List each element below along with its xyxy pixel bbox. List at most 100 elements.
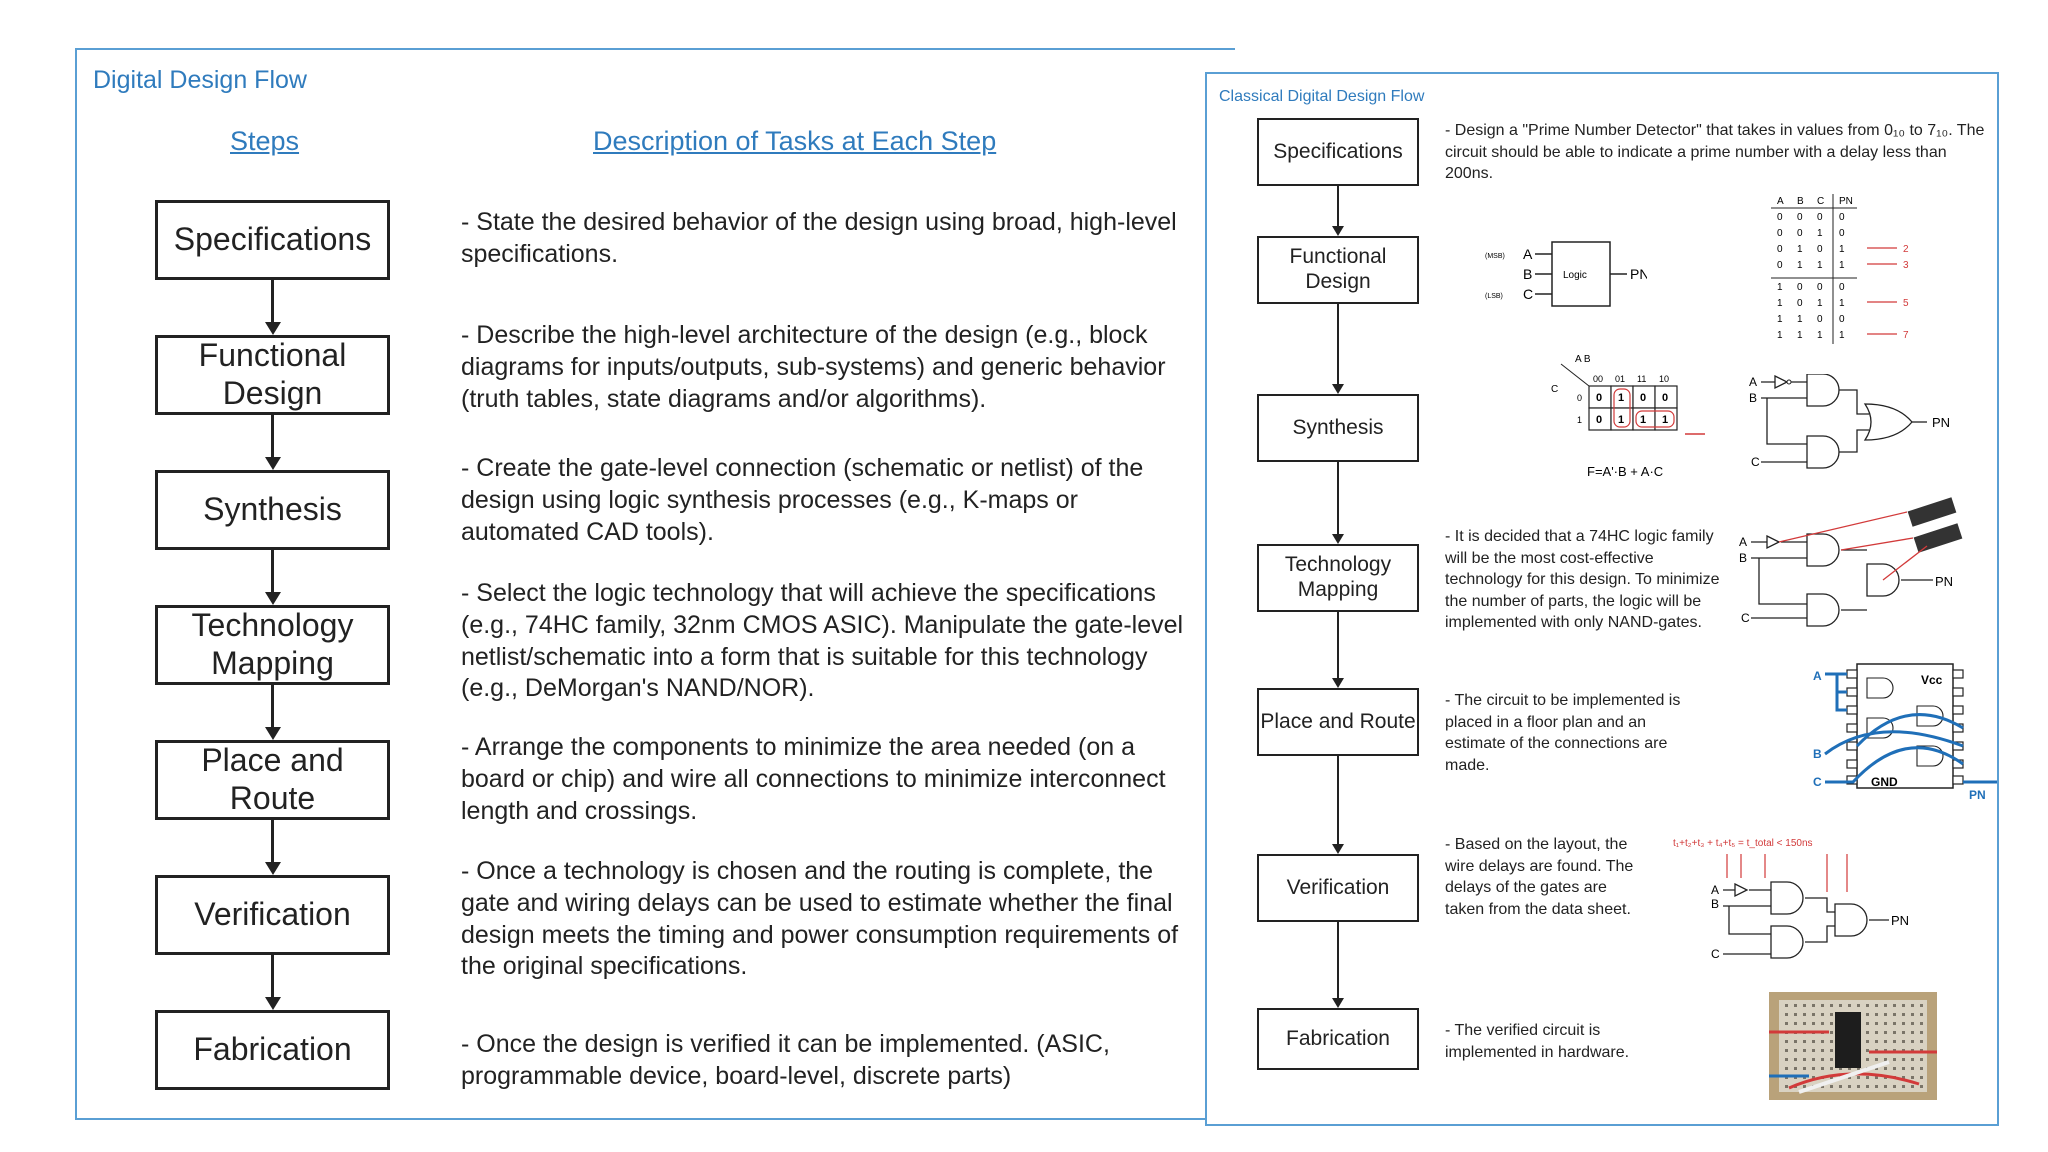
desc-place-and-route: - Arrange the components to minimize the… xyxy=(461,733,1166,825)
chip-a-label: A xyxy=(1813,669,1822,683)
flow-connector xyxy=(1337,922,1339,998)
step-specifications: Specifications xyxy=(155,200,390,280)
tt-cell: 0 xyxy=(1797,282,1803,293)
tt-cell: 1 xyxy=(1817,298,1823,309)
steps-header: Steps xyxy=(230,126,300,156)
step-fabrication: Fabrication xyxy=(155,1010,390,1090)
vcc-label: Vcc xyxy=(1921,673,1943,687)
tt-cell: 1 xyxy=(1839,244,1845,255)
kmap-value: 0 xyxy=(1640,392,1646,404)
kmap-row-var: C xyxy=(1551,384,1558,395)
input-c-label: C xyxy=(1523,286,1533,302)
kmap-col-label: 11 xyxy=(1637,374,1646,384)
tt-cell: 1 xyxy=(1839,298,1845,309)
kmap-value: 1 xyxy=(1640,414,1646,426)
flow-connector xyxy=(1337,186,1339,226)
nand-out-label: PN xyxy=(1935,574,1953,589)
flow-arrow xyxy=(265,322,281,335)
desc-fabrication: - The verified circuit is implemented in… xyxy=(1445,1022,1630,1061)
tt-cell: 1 xyxy=(1817,330,1823,341)
nand-b-label: B xyxy=(1739,551,1747,565)
timing-b-label: B xyxy=(1711,897,1719,911)
kmap-cell xyxy=(1654,407,1678,431)
digital-design-flow-panel: Digital Design Flow Steps Description of… xyxy=(75,48,1235,1120)
desc-functional-design: - Describe the high-level architecture o… xyxy=(461,321,1166,413)
flow-connector xyxy=(271,415,274,457)
kmap-value: 1 xyxy=(1618,414,1624,426)
desc-technology-mapping: - It is decided that a 74HC logic family… xyxy=(1445,528,1720,632)
chip-c-label: C xyxy=(1813,775,1822,789)
gate-a-label: A xyxy=(1749,375,1757,389)
flow-arrow xyxy=(265,862,281,875)
tt-header: B xyxy=(1797,196,1804,207)
flow-arrow xyxy=(1332,384,1344,394)
desc-verification: - Based on the layout, the wire delays a… xyxy=(1445,836,1634,918)
tt-cell: 0 xyxy=(1817,282,1823,293)
tt-cell: 0 xyxy=(1839,314,1845,325)
tt-cell: 1 xyxy=(1777,282,1783,293)
ic-chip xyxy=(1835,1012,1861,1068)
kmap-value: 0 xyxy=(1662,392,1668,404)
nand-a-label: A xyxy=(1739,535,1747,549)
chip-b-label: B xyxy=(1813,747,1822,761)
tt-cell: 0 xyxy=(1839,212,1845,223)
tt-cell: 0 xyxy=(1777,260,1783,271)
desc-specifications: - State the desired behavior of the desi… xyxy=(461,208,1177,268)
tt-cell: 1 xyxy=(1797,314,1803,325)
classical-design-flow-panel: Classical Digital Design Flow Specificat… xyxy=(1205,72,1999,1126)
desc-synthesis: - Create the gate-level connection (sche… xyxy=(461,454,1144,546)
flow-arrow xyxy=(265,592,281,605)
kmap-row-label: 0 xyxy=(1577,393,1582,403)
kmap-col-label: 00 xyxy=(1593,374,1603,384)
tt-cell: 0 xyxy=(1777,212,1783,223)
step-place-and-route: Place and Route xyxy=(1257,688,1419,756)
breadboard-photo xyxy=(1769,992,1937,1100)
step-place-and-route: Place and Route xyxy=(155,740,390,820)
kmap-value: 1 xyxy=(1618,392,1624,404)
kmap-value: 1 xyxy=(1662,414,1668,426)
tt-cell: 0 xyxy=(1777,244,1783,255)
flow-arrow xyxy=(1332,226,1344,236)
panel-title: Digital Design Flow xyxy=(93,66,307,94)
and-or-schematic: A B C PN xyxy=(1749,374,1950,469)
kmap-value: 0 xyxy=(1596,392,1602,404)
kmap-col-label: 10 xyxy=(1659,374,1669,384)
tt-cell: 1 xyxy=(1839,260,1845,271)
tt-cell: 0 xyxy=(1777,228,1783,239)
tt-cell: 0 xyxy=(1839,228,1845,239)
tt-cell: 0 xyxy=(1839,282,1845,293)
input-b-label: B xyxy=(1523,266,1532,282)
tt-header: C xyxy=(1817,196,1824,207)
tt-cell: 1 xyxy=(1777,330,1783,341)
tt-cell: 0 xyxy=(1797,298,1803,309)
kmap-col-vars: A B xyxy=(1575,354,1591,365)
tt-cell: 1 xyxy=(1777,298,1783,309)
ic-chip xyxy=(1907,497,1957,527)
prime-label: 2 xyxy=(1903,244,1909,255)
flow-connector xyxy=(271,955,274,997)
step-functional-design: Functional Design xyxy=(1257,236,1419,304)
tt-cell: 0 xyxy=(1797,212,1803,223)
kmap-group-loop xyxy=(1613,388,1631,428)
nand-c-label: C xyxy=(1741,611,1750,625)
flow-arrow xyxy=(1332,678,1344,688)
tt-cell: 1 xyxy=(1839,330,1845,341)
tt-cell: 1 xyxy=(1797,260,1803,271)
step-synthesis: Synthesis xyxy=(1257,394,1419,462)
flow-connector xyxy=(271,685,274,727)
kmap-row-label: 1 xyxy=(1577,415,1582,425)
input-a-label: A xyxy=(1523,246,1533,262)
output-pn-label: PN xyxy=(1630,266,1647,282)
tt-cell: 0 xyxy=(1817,314,1823,325)
tt-cell: 0 xyxy=(1797,228,1803,239)
flow-arrow xyxy=(1332,998,1344,1008)
flow-connector xyxy=(1337,462,1339,534)
panel-title: Classical Digital Design Flow xyxy=(1219,88,1425,105)
kmap-value: 0 xyxy=(1596,414,1602,426)
ic-chip xyxy=(1913,523,1963,553)
kmap-equation: F=A'·B + A·C xyxy=(1587,464,1663,479)
step-verification: Verification xyxy=(1257,854,1419,922)
step-specifications: Specifications xyxy=(1257,118,1419,186)
